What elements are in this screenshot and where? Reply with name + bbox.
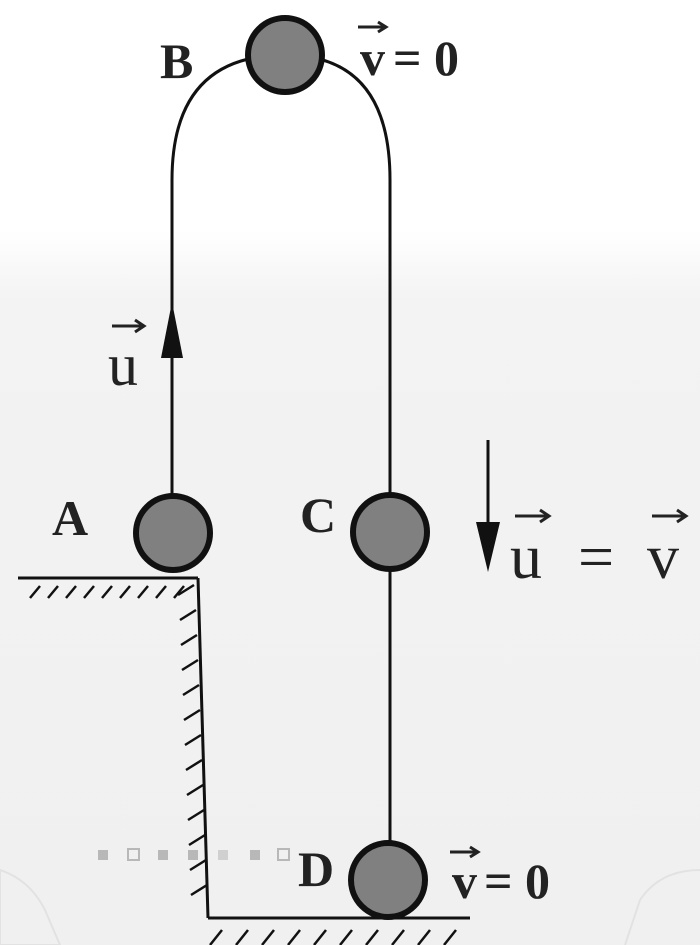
velocity-symbol-c-left: u	[510, 521, 542, 592]
velocity-equals-c: =	[578, 521, 614, 592]
ground-floor-d	[208, 916, 470, 945]
background-gear-decoration	[0, 868, 62, 945]
velocity-symbol-b: v	[360, 30, 385, 86]
label-b: B	[160, 33, 193, 89]
vector-arrow-icon	[450, 845, 481, 859]
velocity-value-b: = 0	[393, 30, 459, 86]
vector-arrow-icon	[112, 318, 147, 334]
velocity-symbol-c-right: v	[647, 521, 679, 592]
ball-a	[133, 493, 213, 573]
ball-d	[348, 840, 428, 920]
label-a: A	[52, 490, 88, 546]
label-c: C	[300, 487, 336, 543]
label-d: D	[298, 841, 334, 897]
background-gear-decoration	[624, 869, 700, 945]
vector-arrow-icon	[358, 20, 389, 34]
velocity-value-d: = 0	[484, 853, 550, 909]
velocity-arrow-c-icon	[476, 522, 500, 572]
vector-arrow-icon	[515, 508, 552, 524]
ball-b	[245, 15, 325, 95]
velocity-symbol-d: v	[452, 853, 477, 909]
ball-c	[350, 492, 430, 572]
launch-velocity-arrow-icon	[161, 302, 183, 358]
ground-ledge-a	[18, 576, 210, 919]
launch-velocity-symbol: u	[108, 332, 138, 398]
trajectory-path	[170, 53, 392, 855]
vector-arrow-icon	[652, 508, 689, 524]
decorative-dot-strip	[98, 848, 290, 861]
